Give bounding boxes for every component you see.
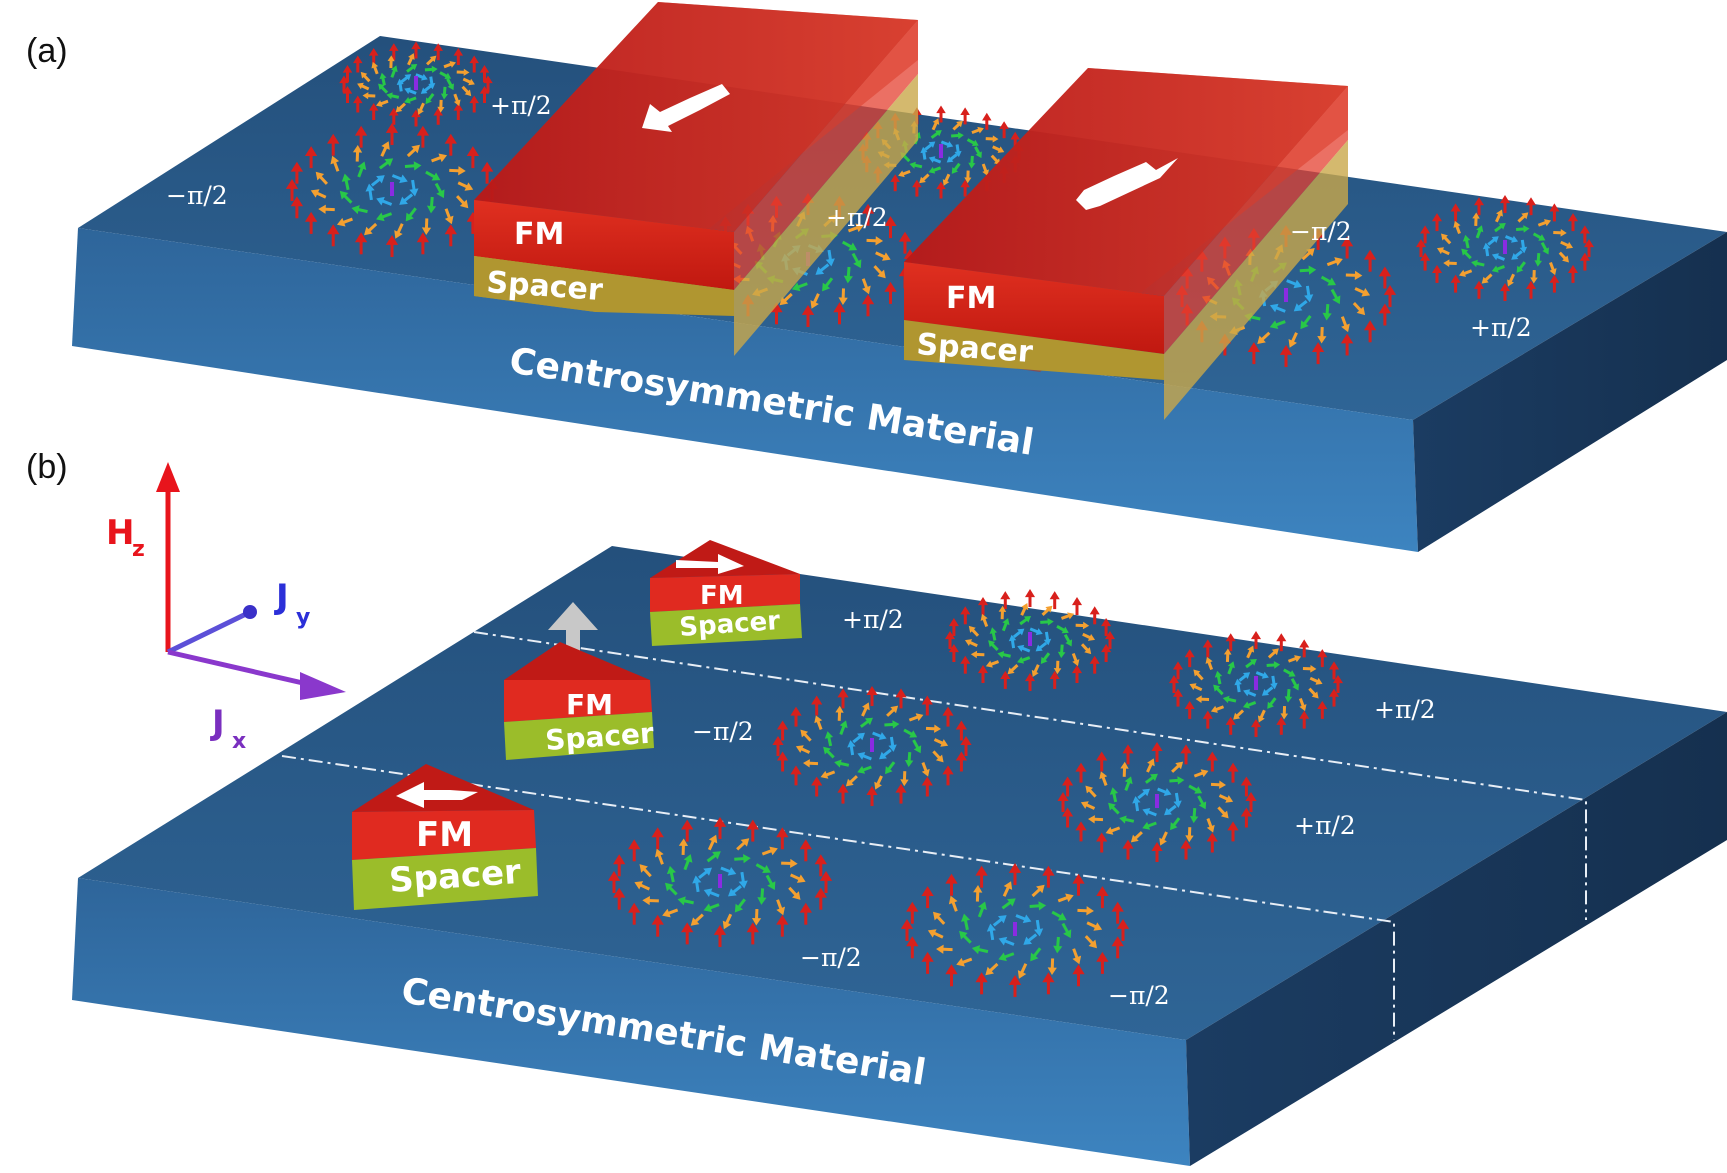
skyrmion-core bbox=[939, 144, 943, 158]
panel-b-label: (b) bbox=[26, 448, 68, 486]
phase-label: +π/2 bbox=[1294, 811, 1356, 840]
prism-3-fm-label: FM bbox=[416, 815, 473, 855]
hz-sub: z bbox=[132, 537, 145, 562]
jy-sub: y bbox=[296, 605, 310, 630]
phase-label: +π/2 bbox=[490, 91, 552, 120]
jy-label: J bbox=[274, 577, 289, 617]
phase-label: +π/2 bbox=[842, 605, 904, 634]
phase-label: −π/2 bbox=[1290, 217, 1352, 246]
stripe-1-fm-label: FM bbox=[514, 217, 564, 252]
prism-2-fm-label: FM bbox=[566, 688, 613, 721]
phase-label: −π/2 bbox=[800, 943, 862, 972]
skyrmion-core bbox=[1028, 632, 1032, 646]
jx-label: J bbox=[210, 703, 225, 743]
phase-label: +π/2 bbox=[1374, 695, 1436, 724]
jy-axis bbox=[168, 614, 246, 652]
phase-label: −π/2 bbox=[1108, 981, 1170, 1010]
skyrmion-core bbox=[870, 738, 874, 752]
skyrmion-core bbox=[390, 182, 394, 196]
hz-arrowhead-icon bbox=[156, 462, 180, 492]
panel-a: (a) FM Spacer bbox=[26, 2, 1727, 552]
panel-a-label: (a) bbox=[26, 32, 68, 70]
axes: H z J y J x bbox=[106, 462, 346, 754]
jy-arrowhead-icon bbox=[243, 605, 257, 619]
prism-1-fm-label: FM bbox=[700, 581, 744, 611]
phase-label: −π/2 bbox=[692, 717, 754, 746]
skyrmion-core bbox=[1254, 676, 1258, 690]
hz-label: H bbox=[106, 513, 134, 553]
skyrmion-core bbox=[718, 874, 722, 888]
spin-arrow-icon bbox=[1072, 597, 1082, 615]
skyrmion-core bbox=[414, 76, 418, 90]
skyrmion-core bbox=[1155, 794, 1159, 808]
skyrmion-core bbox=[1284, 288, 1288, 302]
jx-arrowhead-icon bbox=[300, 672, 346, 700]
phase-label: +π/2 bbox=[1470, 313, 1532, 342]
panel-b: (b) H z J y J x bbox=[26, 448, 1727, 1166]
phase-label: −π/2 bbox=[166, 181, 228, 210]
phase-label: +π/2 bbox=[826, 203, 888, 232]
jx-sub: x bbox=[232, 729, 246, 754]
skyrmion-core bbox=[1013, 922, 1017, 936]
jx-axis bbox=[168, 652, 316, 686]
skyrmion-core bbox=[1503, 240, 1507, 254]
stripe-2-fm-label: FM bbox=[946, 281, 996, 316]
